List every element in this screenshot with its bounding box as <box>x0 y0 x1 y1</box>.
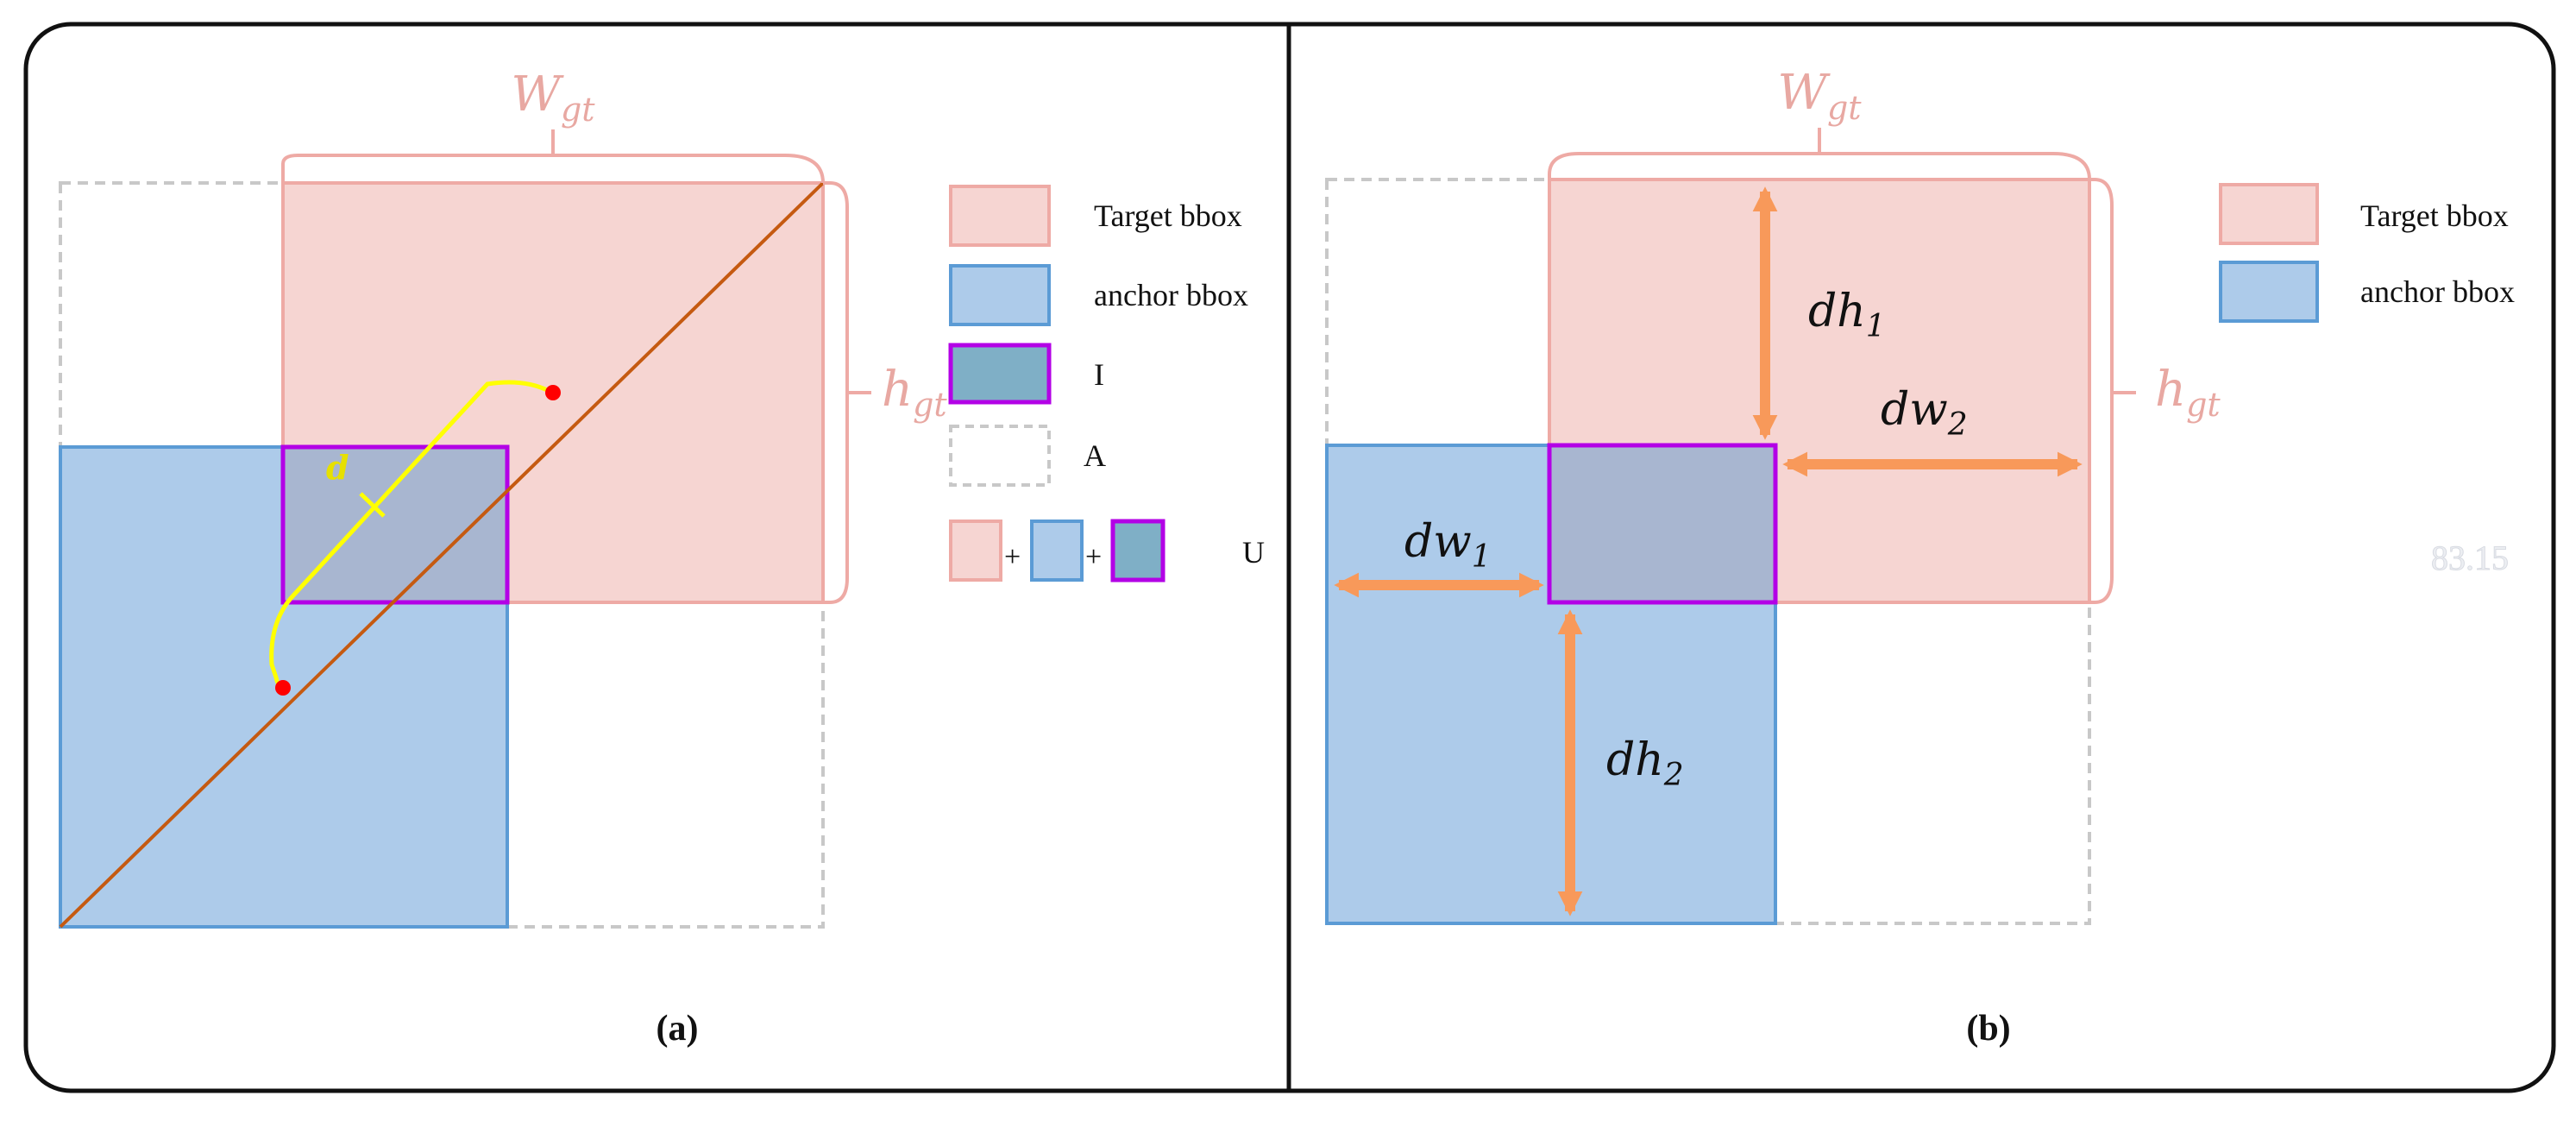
legend-swatch-intersection <box>948 343 1052 405</box>
target-center-point <box>545 385 561 400</box>
legend-label-intersection: I <box>1094 357 1104 392</box>
legend-b-label-anchor: anchor bbox <box>2360 274 2515 309</box>
legend-a: Target bbox anchor bbox I A + + U <box>948 185 1265 583</box>
width-label-b: Wgt <box>1777 65 1862 127</box>
legend-label-union: U <box>1242 535 1265 570</box>
intersection-box <box>280 444 510 605</box>
height-label-a: hgt <box>882 362 947 424</box>
legend-swatch-target <box>949 185 1051 247</box>
legend-swatch-union-target <box>949 520 1002 582</box>
legend-union-plus-1: + <box>1004 541 1021 573</box>
panel-b: Wgt hgt dh1 dw2 dw1 dh2 Target bbox anch… <box>1325 65 2515 1049</box>
legend-b-swatch-target <box>2219 183 2319 245</box>
caption-b: (b) <box>1966 1009 2010 1049</box>
diagonal-line <box>59 181 825 929</box>
dw2-label: dw2 <box>1881 384 1968 443</box>
distance-label: d <box>326 448 349 487</box>
intersection-box-b <box>1547 443 1778 605</box>
width-label-a: Wgt <box>511 66 595 129</box>
watermark-text: 83.15 <box>2431 538 2509 577</box>
width-bracket-b <box>1548 152 2091 180</box>
panel-a: Wgt hgt d Target bbox anchor bbox I A + … <box>59 66 1265 1049</box>
legend-b-label-target: Target bbox <box>2360 198 2509 233</box>
legend-b: Target bbox anchor bbox <box>2219 183 2515 323</box>
legend-label-enclosing: A <box>1084 438 1106 473</box>
legend-label-anchor: anchor bbox <box>1094 278 1248 312</box>
dw1-label: dw1 <box>1404 516 1492 575</box>
legend-swatch-union-anchor <box>1030 520 1084 582</box>
dh2-label: dh2 <box>1606 734 1684 793</box>
legend-label-target: Target bbox <box>1094 198 1242 233</box>
distance-tick <box>359 492 386 518</box>
legend-swatch-union-intersection <box>1110 519 1165 583</box>
legend-swatch-anchor <box>949 264 1051 326</box>
dh1-label: dh1 <box>1808 286 1886 344</box>
legend-union-plus-2: + <box>1085 541 1102 573</box>
anchor-center-point <box>275 680 291 696</box>
legend-swatch-enclosing <box>949 425 1051 487</box>
legend-b-swatch-anchor <box>2219 261 2319 323</box>
width-bracket-a <box>281 154 825 184</box>
caption-a: (a) <box>657 1009 699 1049</box>
height-label-b: hgt <box>2155 362 2221 424</box>
